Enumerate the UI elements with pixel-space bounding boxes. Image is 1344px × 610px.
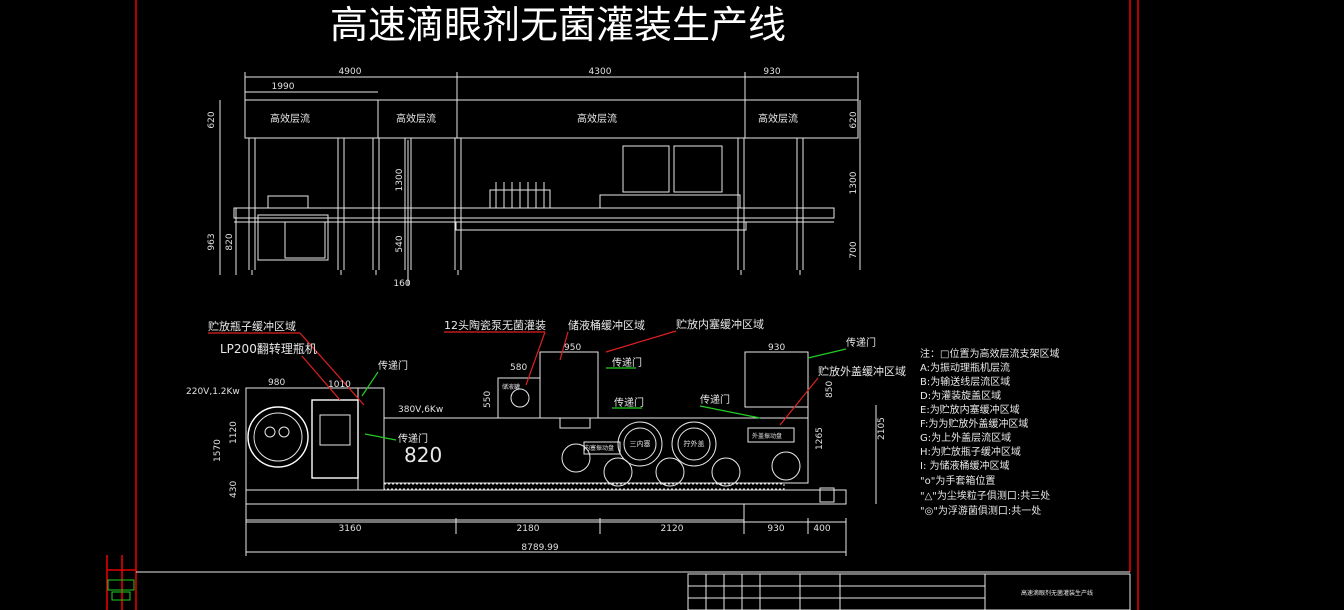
legend-item-h: H:为贮放瓶子缓冲区域: [920, 445, 1021, 458]
pass-window-3: 传递门: [612, 356, 642, 369]
pass-window-2: 传递门: [398, 432, 428, 445]
dim-1265: 1265: [815, 427, 825, 450]
dim-160: 160: [393, 279, 410, 289]
dim-400: 400: [813, 524, 830, 534]
power-left: 220V,1.2Kw: [186, 387, 240, 397]
dim-950: 950: [564, 343, 581, 353]
dim-4900: 4900: [339, 67, 362, 77]
legend-item-particle: "△"为尘埃粒子俱测口:共三处: [920, 489, 1050, 502]
dim-1300-mid: 1300: [395, 168, 405, 191]
dim-930: 930: [763, 67, 780, 77]
machine-label-1: 三内塞: [630, 439, 651, 448]
callout-sorter: LP200翻转理瓶机: [220, 341, 317, 356]
dim-620-right: 620: [849, 111, 859, 128]
elevation-view: 4900 4300 930 1990 高效层流 高效层流 高效层流 高效层流: [207, 67, 861, 289]
dim-1120: 1120: [229, 421, 239, 444]
legend-item-f: F:为为贮放外盖缓冲区域: [920, 417, 1028, 430]
callout-cap-buffer: 贮放外盖缓冲区域: [818, 364, 906, 378]
dim-820: 820: [225, 233, 235, 250]
machine-label-4: 外盖振动盘: [752, 432, 782, 440]
dim-total: 8789.99: [521, 543, 558, 553]
dim-850: 850: [825, 381, 835, 398]
legend-item-g: G:为上外盖层流区域: [920, 431, 1011, 444]
dim-4300: 4300: [589, 67, 612, 77]
dim-2120: 2120: [661, 524, 684, 534]
dim-963: 963: [207, 233, 217, 250]
legend-heading: 注：□位置为高效层流支架区域: [920, 347, 1059, 360]
dim-2105: 2105: [877, 417, 887, 440]
callout-plug-buffer: 贮放内塞缓冲区域: [676, 317, 764, 331]
dim-930-bottom: 930: [767, 524, 784, 534]
power-main: 380V,6Kw: [398, 405, 443, 415]
callout-filler: 12头陶瓷泵无菌灌装: [444, 318, 546, 332]
title-block-name: 高速滴眼剂无菌灌装生产线: [1021, 589, 1093, 597]
pass-window-6: 传递门: [846, 336, 876, 349]
callout-tank-buffer: 储液桶缓冲区域: [568, 318, 645, 332]
drawing-title: 高速滴眼剂无菌灌装生产线: [330, 3, 786, 47]
dim-1570: 1570: [213, 439, 223, 462]
legend-item-a: A:为振动理瓶机层流: [920, 361, 1010, 374]
dim-930-top: 930: [768, 343, 785, 353]
pass-window-5: 传递门: [700, 393, 730, 406]
legend-item-e: E:为贮放内塞缓冲区域: [920, 403, 1020, 416]
zone-label-3: 高效层流: [577, 112, 617, 125]
dim-550: 550: [483, 391, 493, 408]
dim-580: 580: [510, 363, 527, 373]
legend: 注：□位置为高效层流支架区域 A:为振动理瓶机层流 B:为输送线层流区域 D:为…: [920, 347, 1059, 517]
zone-label-4: 高效层流: [758, 112, 798, 125]
dim-430: 430: [229, 481, 239, 498]
callout-bottle-buffer: 贮放瓶子缓冲区域: [208, 319, 296, 333]
pass-window-4: 传递门: [614, 396, 644, 409]
dim-3160: 3160: [339, 524, 362, 534]
legend-item-bacteria: "◎"为浮游菌俱测口:共一处: [920, 504, 1041, 517]
pass-window-1: 传递门: [378, 359, 408, 372]
dim-1300-right: 1300: [849, 171, 859, 194]
plan-view: 820 三内塞 拧外盖 内塞振动盘 外盖振动盘 储液罐 贮放瓶子缓冲区域 LP2…: [186, 317, 906, 556]
legend-item-b: B:为输送线层流区域: [920, 375, 1010, 388]
machine-label-5: 储液罐: [502, 383, 520, 391]
zone-label-2: 高效层流: [396, 112, 436, 125]
dim-540: 540: [395, 235, 405, 252]
machine-label-3: 内塞振动盘: [584, 444, 614, 452]
dim-1010: 1010: [328, 380, 351, 390]
legend-item-glovebox: "o"为手套箱位置: [920, 474, 995, 487]
dim-700: 700: [849, 241, 859, 258]
machine-label-2: 拧外盖: [684, 439, 705, 448]
dim-620-left: 620: [207, 111, 217, 128]
legend-item-i: I: 为储液桶缓冲区域: [920, 459, 1010, 472]
title-block: 高速滴眼剂无菌灌装生产线: [687, 573, 1131, 610]
dim-980: 980: [268, 378, 285, 388]
zone-label-1: 高效层流: [270, 112, 310, 125]
drawing-frame: [106, 0, 1139, 610]
dim-1990: 1990: [272, 82, 295, 92]
dim-2180: 2180: [517, 524, 540, 534]
legend-item-d: D:为灌装旋盖区域: [920, 389, 1001, 402]
room-number-display: 820: [404, 443, 442, 467]
